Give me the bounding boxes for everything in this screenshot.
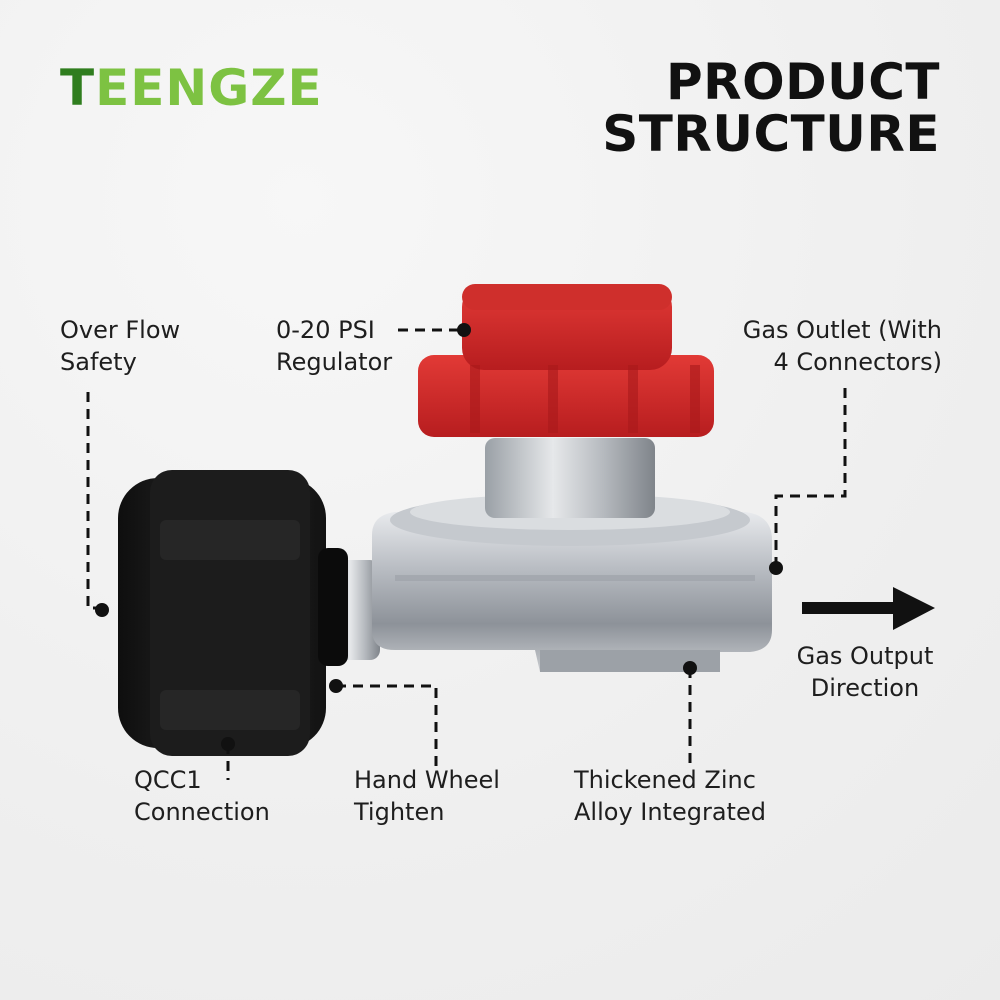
arrow-right-icon xyxy=(802,587,935,630)
leader-dots xyxy=(95,323,783,751)
label-zinc-alloy: Thickened Zinc Alloy Integrated xyxy=(574,766,766,826)
label-hand-wheel: Hand Wheel Tighten xyxy=(354,766,500,826)
label-gas-output-direction: Gas Output Direction xyxy=(796,642,934,702)
regulator-body xyxy=(372,438,772,672)
qcc1-fitting xyxy=(118,470,348,756)
label-over-flow-safety: Over Flow Safety xyxy=(60,316,181,376)
leader-gas-outlet xyxy=(774,388,847,568)
label-gas-outlet: Gas Outlet (With 4 Connectors) xyxy=(742,316,942,376)
leader-hand-wheel xyxy=(336,684,438,766)
label-regulator: 0-20 PSI Regulator xyxy=(276,316,393,376)
label-qcc1-connection: QCC1 Connection xyxy=(134,766,270,826)
title-line-1: PRODUCT xyxy=(665,53,940,111)
page-title: PRODUCT STRUCTURE xyxy=(602,56,940,160)
red-knob xyxy=(418,284,714,437)
title-line-2: STRUCTURE xyxy=(602,105,940,163)
brand-logo: TEENGZE xyxy=(60,59,323,117)
leader-over-flow xyxy=(86,392,102,610)
